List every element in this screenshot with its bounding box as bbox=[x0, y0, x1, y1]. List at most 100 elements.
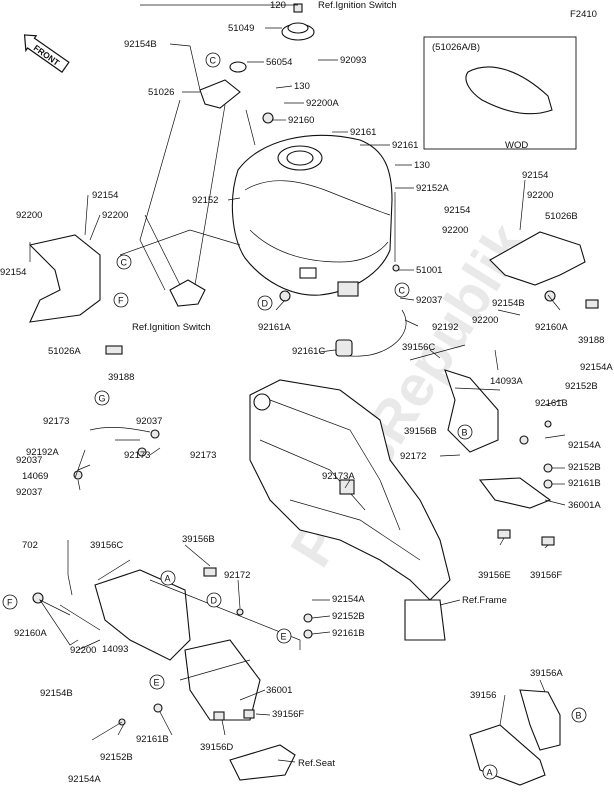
label: 39156B bbox=[182, 534, 215, 545]
label: 39188 bbox=[108, 372, 134, 383]
label: 14069 bbox=[22, 471, 48, 482]
svg-text:C: C bbox=[121, 258, 128, 268]
cover-14093 bbox=[94, 569, 191, 661]
label: 92161B bbox=[332, 628, 365, 639]
callout: F bbox=[2, 594, 18, 610]
label: 51049 bbox=[228, 23, 254, 34]
label: 39156B bbox=[404, 426, 437, 437]
label: 39156A bbox=[530, 668, 563, 679]
callout: D bbox=[206, 592, 222, 608]
callout-letters: C C C D F G B A D F E E B A bbox=[2, 52, 587, 780]
bracket-36001 bbox=[184, 639, 261, 721]
svg-text:A: A bbox=[487, 768, 493, 778]
label: 92154B bbox=[40, 688, 73, 699]
label: 92154 bbox=[0, 267, 26, 278]
label: 92173 bbox=[124, 450, 150, 461]
frame bbox=[249, 379, 451, 641]
callout: G bbox=[94, 390, 110, 406]
pad-39188b bbox=[585, 299, 599, 309]
front-arrow-icon: FRONT bbox=[23, 34, 70, 73]
svg-text:B: B bbox=[462, 428, 468, 438]
seat-ref-bracket bbox=[229, 744, 296, 781]
label: 92037 bbox=[416, 295, 442, 306]
svg-text:F: F bbox=[118, 296, 124, 306]
label: 92160A bbox=[14, 628, 47, 639]
label: 39188 bbox=[578, 335, 604, 346]
part-labels: 120 Ref.Ignition Switch 51049 92093 9215… bbox=[0, 0, 613, 785]
svg-text:D: D bbox=[211, 596, 218, 606]
fuel-cap bbox=[281, 3, 315, 41]
cover-39156A bbox=[519, 689, 561, 751]
svg-text:E: E bbox=[281, 632, 287, 642]
label: 92152 bbox=[192, 195, 218, 206]
ignition-switch-ref bbox=[169, 279, 206, 307]
inset-title: (51026A/B) bbox=[432, 42, 480, 53]
label: 92200 bbox=[472, 315, 498, 326]
label: 92172 bbox=[400, 451, 426, 462]
label: 39156F bbox=[530, 570, 562, 581]
figure-code: F2410 bbox=[570, 9, 597, 20]
label: 92154 bbox=[92, 190, 118, 201]
hose-92192A bbox=[89, 427, 151, 433]
label: Ref.Ignition Switch bbox=[318, 0, 397, 11]
label: 92154B bbox=[124, 39, 157, 50]
label: 92161B bbox=[535, 398, 568, 409]
callout: A bbox=[482, 764, 498, 780]
callout: F bbox=[113, 292, 129, 308]
callout: E bbox=[276, 628, 292, 644]
label: 92172 bbox=[224, 570, 250, 581]
gasket-56054 bbox=[229, 61, 247, 73]
pad-39156E bbox=[497, 529, 511, 539]
svg-text:A: A bbox=[165, 574, 171, 584]
label: 14093A bbox=[490, 376, 523, 387]
hose-702 bbox=[67, 540, 73, 596]
callout: C bbox=[116, 254, 132, 270]
label: 39156D bbox=[200, 742, 233, 753]
label: 92161A bbox=[258, 322, 291, 333]
label: 92152B bbox=[565, 381, 598, 392]
callout: A bbox=[160, 570, 176, 586]
label: 51026B bbox=[545, 211, 578, 222]
label: 92161B bbox=[568, 478, 601, 489]
callout: B bbox=[457, 424, 473, 440]
svg-text:D: D bbox=[262, 299, 269, 309]
label: 92173 bbox=[190, 450, 216, 461]
label: 92154A bbox=[68, 774, 101, 785]
label: 92192 bbox=[432, 322, 458, 333]
label: 51026 bbox=[148, 87, 174, 98]
callout: B bbox=[571, 707, 587, 723]
label: 92037 bbox=[16, 487, 42, 498]
label: 92161B bbox=[136, 734, 169, 745]
label: 92200 bbox=[527, 190, 553, 201]
label: 92152A bbox=[416, 183, 449, 194]
label: 92154B bbox=[492, 298, 525, 309]
label: 92161 bbox=[350, 127, 376, 138]
label: Ref.Frame bbox=[462, 595, 507, 606]
svg-text:E: E bbox=[154, 678, 160, 688]
label: 92173 bbox=[43, 416, 69, 427]
label: 92160A bbox=[535, 322, 568, 333]
label: 92152B bbox=[100, 752, 133, 763]
svg-text:C: C bbox=[210, 56, 217, 66]
pad-39188 bbox=[105, 345, 123, 355]
label: 92200 bbox=[102, 210, 128, 221]
callout: E bbox=[149, 674, 165, 690]
label: 39156 bbox=[470, 690, 496, 701]
callout: C bbox=[394, 282, 410, 298]
label: 39156F bbox=[272, 709, 304, 720]
label: Ref.Ignition Switch bbox=[132, 322, 211, 333]
label: 92037 bbox=[16, 455, 42, 466]
label: 39156C bbox=[402, 342, 435, 353]
label: 92161C bbox=[292, 346, 325, 357]
label: 130 bbox=[414, 160, 430, 171]
label: 92154 bbox=[444, 205, 470, 216]
svg-text:C: C bbox=[399, 286, 406, 296]
svg-text:B: B bbox=[576, 711, 582, 721]
pad-39156F-b bbox=[243, 709, 255, 719]
fasteners bbox=[32, 112, 556, 726]
label: 92173A bbox=[322, 471, 355, 482]
label: 92160 bbox=[288, 115, 314, 126]
label: 92152B bbox=[568, 462, 601, 473]
label: 92154A bbox=[332, 594, 365, 605]
